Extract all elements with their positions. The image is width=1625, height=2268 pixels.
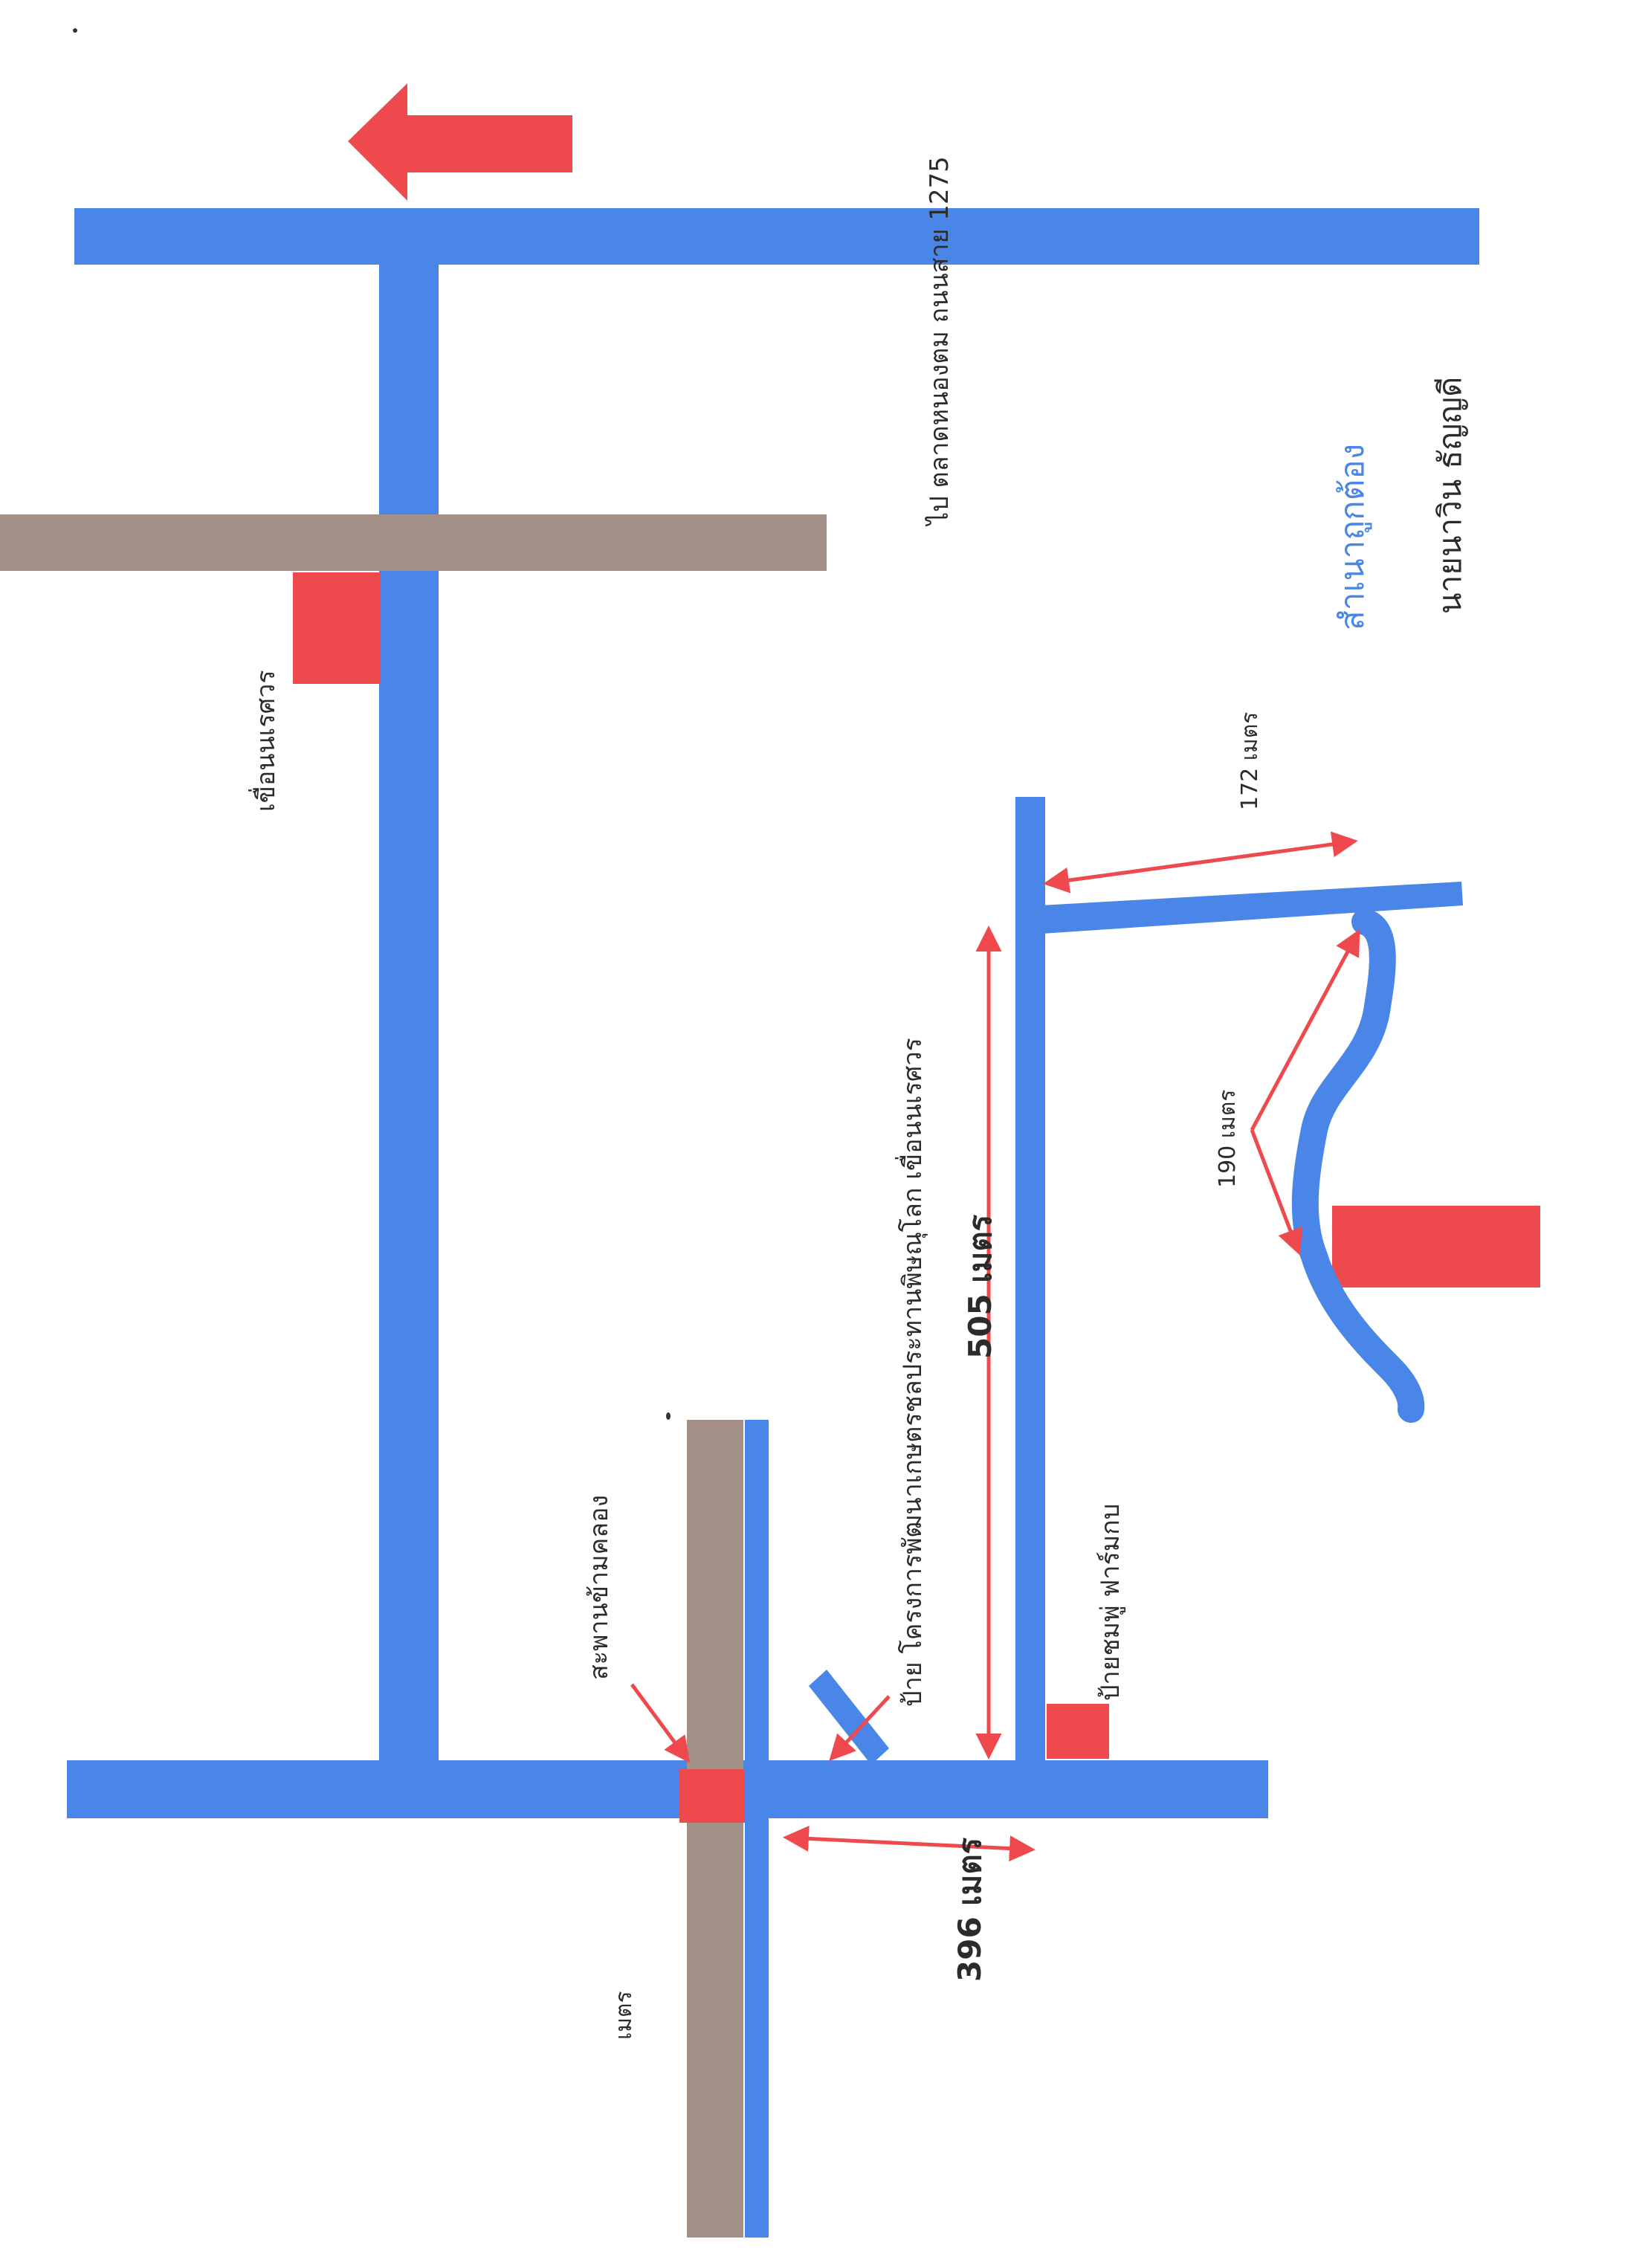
farm-stream <box>1291 908 1425 1423</box>
road-top-horizontal <box>74 208 1479 265</box>
dist-396-label: 396 เมตร <box>952 1837 988 1982</box>
dim-190-line-a <box>1250 928 1360 1131</box>
road-bottom-horizontal <box>67 1760 1268 1818</box>
scan-speck <box>666 1412 671 1420</box>
bridge-pointer <box>630 1683 691 1763</box>
owner-label: นายนาวิน ธัญญดี <box>1432 376 1468 614</box>
dist-190-label: 190 เมตร <box>1215 1089 1241 1188</box>
farm-name-label: สำเนาถูกต้อง <box>1334 443 1372 630</box>
pink-sign-marker <box>1047 1704 1109 1759</box>
bridge-label: สะพานข้ามคลอง <box>584 1494 614 1680</box>
road-diagonal-stub <box>809 1670 889 1765</box>
project-sign-pointer <box>829 1695 891 1762</box>
canal-stream-vertical <box>745 1420 769 2238</box>
farm-marker <box>1332 1206 1540 1288</box>
pink-sign-label: ป้ายชมพู่ ฟาร์มกบ <box>1096 1503 1125 1701</box>
road-left-vertical <box>379 245 439 1799</box>
canal-band-bottom <box>687 1420 743 2238</box>
road-farm-branch <box>1041 882 1463 934</box>
canal-band-top <box>0 514 827 571</box>
dam-marker <box>293 572 381 684</box>
dist-505-label: 505 เมตร <box>962 1214 998 1359</box>
meter-label: เมตร <box>611 1991 637 2040</box>
dim-190-line-b <box>1250 1129 1303 1256</box>
scan-speck <box>73 28 77 33</box>
arrow-up-icon <box>348 83 572 201</box>
dam-label: เขื่อนนเรศวร <box>251 670 281 812</box>
project-sign-label: ป้าย โครงการพัฒนาเกษตรชลประทานพิษณุโลก เ… <box>898 1038 928 1707</box>
dim-396-line <box>783 1825 1036 1862</box>
bridge-marker <box>679 1769 745 1823</box>
dist-172-label: 172 เมตร <box>1237 711 1263 810</box>
to-market-label: ไป ตลาดหนองตม ถนนสาย 1275 <box>925 156 954 525</box>
road-right-vertical <box>1015 797 1045 1771</box>
dim-172-line <box>1043 831 1358 894</box>
